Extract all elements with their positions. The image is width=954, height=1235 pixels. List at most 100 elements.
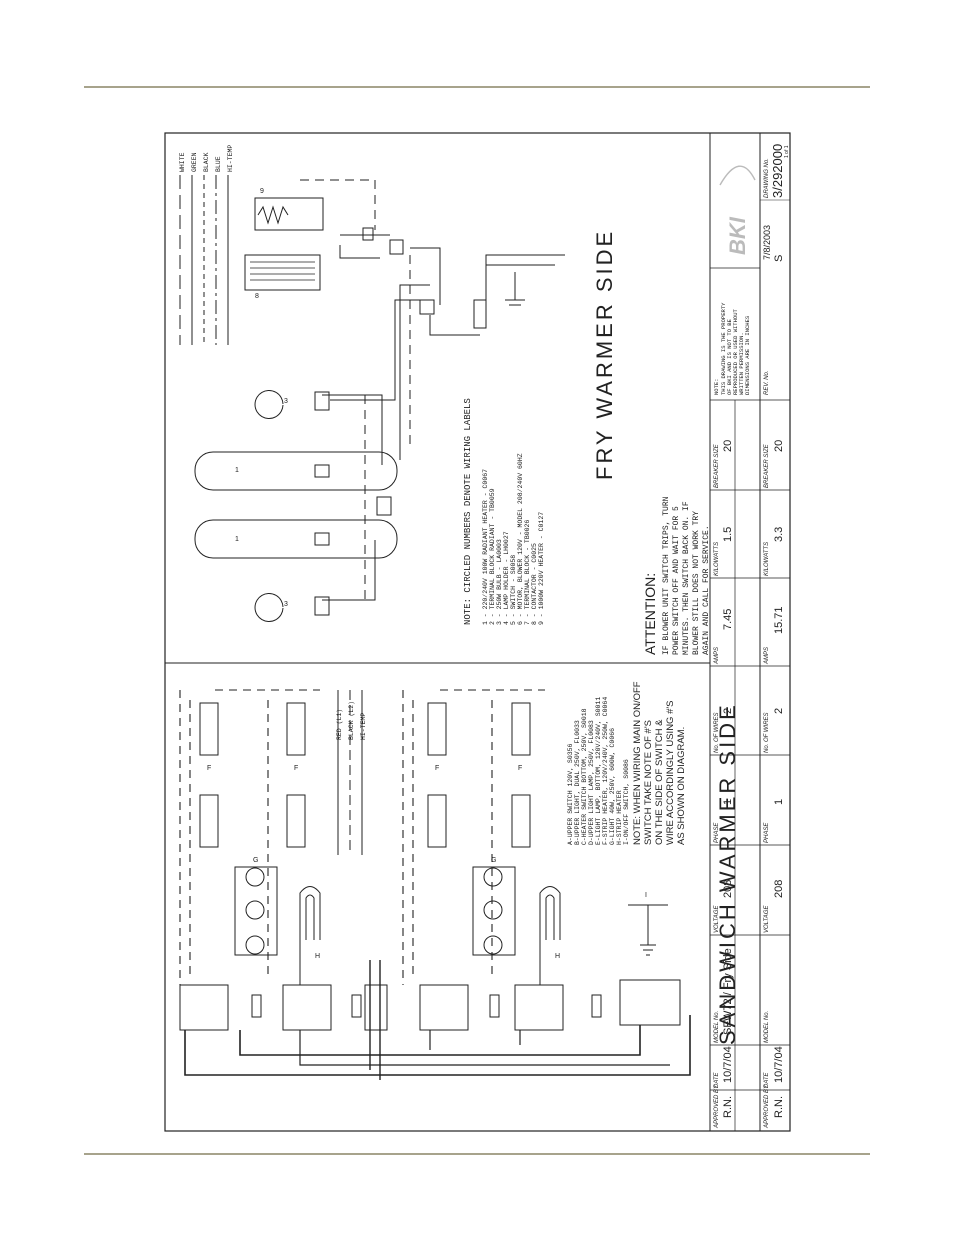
column-header: VOLTAGE <box>764 905 770 933</box>
cell: 15.71 <box>773 606 785 634</box>
note-line: DIMENSIONS ARE IN INCHES <box>744 315 751 395</box>
main-switch <box>619 979 681 1026</box>
fry-note-line: 4 - LAMP HOLDER - LH0027 <box>503 531 510 625</box>
wire-legend-item: HI-TEMP <box>360 713 367 740</box>
column-header: AMPS <box>764 647 770 665</box>
attention-line: BLOWER STILL DOES NOT WORK TRY <box>692 511 701 655</box>
sandwich-legend: A-UPPER SWITCH 120V, S0356 B-UPPER LIGHT… <box>567 697 630 845</box>
fuse <box>251 994 262 1018</box>
fuse <box>351 994 362 1018</box>
legend-line: D-UPPER LIGHT LAMP, 250V, FL0083 <box>588 720 595 845</box>
wire-legend-item: HI-TEMP <box>227 145 234 172</box>
component-number: 3 <box>284 398 288 405</box>
legend-line: F-STRIP HEATER, 120V/240V, 250W, C0064 <box>602 697 609 845</box>
cell: 20 <box>722 440 734 452</box>
attention-title: ATTENTION: <box>642 573 658 655</box>
sandwich-note-line: SWITCH TAKE NOTE OF #'S <box>643 720 654 845</box>
column-header: PHASE <box>714 822 720 843</box>
title-table-grid <box>710 489 790 1091</box>
bulb <box>254 390 284 419</box>
sandwich-side-title: SANDWICH WARMER SIDE <box>715 702 740 1045</box>
sandwich-note-line: WIRE ACCORDINGLY USING #'S <box>665 700 676 845</box>
component-letter: H <box>555 953 560 960</box>
radiant-heater <box>194 519 398 559</box>
component-letter: F <box>518 765 522 772</box>
wire-legend-item: WHITE <box>179 152 186 172</box>
drawing-border <box>164 132 791 1132</box>
switch-block <box>179 984 229 1031</box>
component-letter: F <box>435 765 439 772</box>
fry-note-line: 9 - 1000W 220V HEATER - C0127 <box>538 512 545 625</box>
sandwich-note: NOTE: WHEN WIRING MAIN ON/OFF SWITCH TAK… <box>632 681 687 845</box>
attention-box: ATTENTION: IF BLOWER UNIT SWITCH TRIPS, … <box>642 496 711 655</box>
title-block: APPROVED BY DATE MODEL No. VOLTAGE PHASE… <box>713 144 790 1129</box>
cell: 2 <box>773 708 785 714</box>
cell: R.N. <box>722 1096 734 1118</box>
column-header: MODEL No. <box>714 1011 720 1043</box>
fry-note-line: 8 - CONTACTOR - C0025 <box>531 543 538 625</box>
cell: 208 <box>773 880 785 898</box>
attention-line: IF BLOWER UNIT SWITCH TRIPS, TURN <box>662 496 671 655</box>
cell: R.N. <box>773 1096 785 1118</box>
sandwich-note-line: AS SHOWN ON DIAGRAM. <box>676 727 687 845</box>
column-header: DATE <box>764 1071 770 1088</box>
column-header: VOLTAGE <box>714 905 720 933</box>
wire-legend-item: BLACK (L2) <box>348 701 355 740</box>
fuse <box>489 994 500 1018</box>
cell: 7.45 <box>722 609 734 630</box>
column-header: APPROVED BY <box>764 1084 770 1129</box>
attention-line: MINUTES. THEN SWITCH BACK ON. IF <box>682 501 691 655</box>
sandwich-circuit <box>179 689 691 1080</box>
column-header: No. OF WIRES <box>764 712 770 753</box>
heater-element <box>257 205 289 225</box>
component-letters: F F F F G G H H I <box>207 765 647 960</box>
cell: 1 <box>773 799 785 805</box>
fry-side-title: FRY WARMER SIDE <box>592 229 617 480</box>
legend-line: E-LIGHT LAMP, BOTTOM, 120V/240V, S0011 <box>595 697 602 845</box>
fry-note-heading: NOTE: CIRCLED NUMBERS DENOTE WIRING LABE… <box>463 398 473 625</box>
legend-line: C-HEATER SWITCH BOTTOM, 250V, S0018 <box>581 708 588 845</box>
wire-legend-item: GREEN <box>191 152 198 172</box>
note-line: OF BKI AND IS NOT TO BE <box>726 318 733 395</box>
fry-circuit <box>179 175 565 622</box>
wire-legend-item: BLUE <box>215 156 222 172</box>
bottom-rule <box>84 1153 870 1155</box>
cell: 208 <box>722 880 734 898</box>
column-header: MODEL No. <box>764 1011 770 1043</box>
sandwich-note-line: NOTE: WHEN WIRING MAIN ON/OFF <box>632 681 643 845</box>
wire-legend-item: RED (L1) <box>336 709 343 740</box>
blower-motor <box>244 254 321 291</box>
legend-line: G-LIGHT 40W, 250V, 600W, C0066 <box>609 728 616 845</box>
switch-block <box>419 984 469 1031</box>
component-letter: G <box>253 857 258 864</box>
strip-heater-group <box>199 702 531 848</box>
fry-wire-legend: WHITE GREEN BLACK BLUE HI-TEMP <box>179 145 234 172</box>
column-header: KILOWATTS <box>764 542 770 576</box>
component-number: 9 <box>260 188 264 195</box>
note-line: THIS DRAWING IS THE PROPERTY <box>720 302 727 395</box>
column-header: APPROVED BY <box>714 1084 720 1129</box>
date-drawn: 7/8/2003 <box>762 225 772 260</box>
bki-logo: BKI <box>725 216 750 255</box>
radiant-heater <box>194 451 398 491</box>
legend-line: H-STRIP HEATER <box>616 790 623 845</box>
cell: 10/7/04 <box>722 1046 734 1083</box>
column-header: No. OF WIRES <box>714 712 720 753</box>
column-header: KILOWATTS <box>714 542 720 576</box>
component-letter: H <box>315 953 320 960</box>
note-label: NOTE: <box>713 378 720 395</box>
column-header: AMPS <box>714 647 720 665</box>
cell: 10/7/04 <box>773 1046 785 1083</box>
cell: 1 <box>722 799 734 805</box>
rev-label: REV. No. <box>764 370 770 395</box>
legend-line: B-UPPER LIGHT, DUAL 250V, FL0033 <box>574 720 581 845</box>
cell: SFW72 / Fry Side <box>722 948 734 1035</box>
component-number: 8 <box>255 293 259 300</box>
fry-note-line: 1 - 220/240V 100W RADIANT HEATER - C0067 <box>482 469 489 625</box>
attention-line: AGAIN AND CALL FOR SERVICE. <box>702 525 711 655</box>
column-header: BREAKER SIZE <box>764 443 770 488</box>
fry-note-line: 5 - SWITCH - S0058 <box>510 555 517 625</box>
switch-block <box>282 984 332 1031</box>
note-line: WRITTEN PERMISSION. <box>738 332 745 395</box>
